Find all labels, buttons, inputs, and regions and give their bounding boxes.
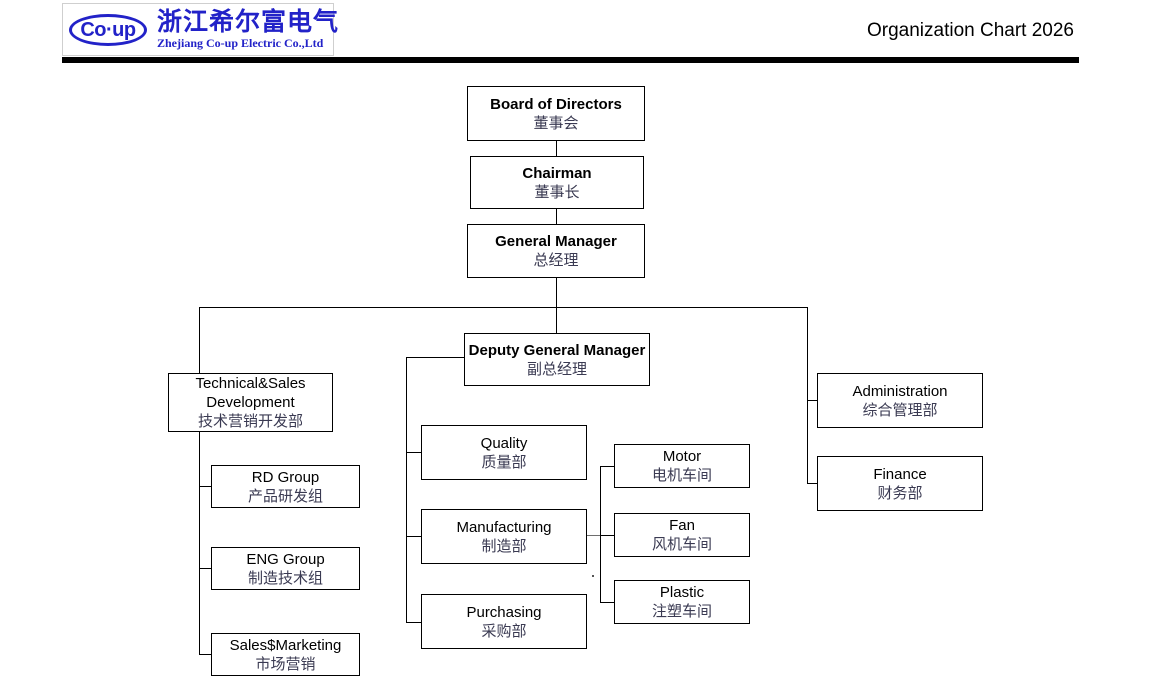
node-motor-en: Motor: [662, 448, 702, 465]
node-purchasing-cn: 采购部: [481, 622, 527, 640]
page-header: Co·up 浙江希尔富电气 Zhejiang Co-up Electric Co…: [0, 0, 1152, 70]
co-up-oval-logo-icon: Co·up: [69, 13, 147, 46]
connector-chairman-to-gm: [556, 209, 557, 224]
node-purchasing[interactable]: Purchasing 采购部: [421, 594, 587, 649]
node-administration-en: Administration: [852, 382, 948, 400]
node-quality-en: Quality: [480, 434, 528, 452]
connector-main-bus: [199, 307, 808, 308]
node-deputy-general-manager-en: Deputy General Manager: [468, 341, 646, 359]
node-purchasing-en: Purchasing: [466, 603, 542, 621]
node-board-of-directors[interactable]: Board of Directors 董事会: [467, 86, 645, 141]
node-manufacturing-cn: 制造部: [481, 537, 527, 555]
node-plastic-cn: 注塑车间: [651, 603, 712, 620]
connector-spine-to-sales-marketing: [199, 654, 211, 655]
node-chairman-en: Chairman: [522, 164, 592, 182]
node-rd-group-cn: 产品研发组: [247, 487, 323, 505]
node-finance[interactable]: Finance 财务部: [817, 456, 983, 511]
company-name-chinese: 浙江希尔富电气: [157, 7, 340, 36]
node-finance-cn: 财务部: [877, 484, 923, 502]
node-manufacturing[interactable]: Manufacturing 制造部: [421, 509, 587, 564]
node-deputy-general-manager-cn: 副总经理: [526, 360, 587, 378]
node-motor[interactable]: Motor 电机车间: [614, 444, 750, 488]
connector-manufacturing-to-workshops: [587, 535, 601, 536]
node-sales-marketing-cn: 市场营销: [255, 655, 316, 673]
node-sales-marketing[interactable]: Sales$Marketing 市场营销: [211, 633, 360, 676]
company-name-english: Zhejiang Co-up Electric Co.,Ltd: [157, 35, 324, 50]
node-manufacturing-en: Manufacturing: [456, 518, 552, 536]
connector-right-to-administration: [807, 400, 818, 401]
node-technical-sales-development-en: Technical&Sales Development: [195, 375, 306, 411]
connector-spine-to-plastic: [600, 602, 614, 603]
connector-bus-to-technical-sales: [199, 307, 200, 373]
node-finance-en: Finance: [873, 465, 927, 483]
node-plastic-en: Plastic: [659, 584, 705, 601]
node-general-manager-cn: 总经理: [533, 252, 579, 269]
company-name-block: 浙江希尔富电气 Zhejiang Co-up Electric Co.,Ltd: [157, 7, 340, 51]
node-general-manager[interactable]: General Manager 总经理: [467, 224, 645, 278]
connector-spine-to-eng-group: [199, 568, 211, 569]
node-fan[interactable]: Fan 风机车间: [614, 513, 750, 557]
node-chairman-cn: 董事长: [534, 183, 580, 201]
connector-right-to-finance: [807, 483, 818, 484]
company-logo: Co·up 浙江希尔富电气 Zhejiang Co-up Electric Co…: [62, 3, 338, 56]
connector-spine-to-rd-group: [199, 486, 211, 487]
node-technical-sales-development[interactable]: Technical&Sales Development 技术营销开发部: [168, 373, 333, 432]
node-quality-cn: 质量部: [481, 453, 527, 471]
node-fan-en: Fan: [669, 517, 695, 534]
node-rd-group[interactable]: RD Group 产品研发组: [211, 465, 360, 508]
node-chairman[interactable]: Chairman 董事长: [470, 156, 644, 209]
node-administration-cn: 综合管理部: [862, 401, 938, 419]
connector-spine-to-purchasing: [406, 622, 421, 623]
connector-technical-sales-spine: [199, 432, 200, 654]
connector-deputy-gm-left-stub: [406, 357, 465, 358]
connector-board-to-chairman: [556, 141, 557, 156]
node-eng-group-cn: 制造技术组: [247, 569, 323, 587]
connector-spine-to-fan: [600, 535, 614, 536]
node-motor-cn: 电机车间: [651, 467, 712, 484]
logo-mark-text: Co·up: [80, 18, 136, 41]
connector-bus-to-right-column: [807, 307, 808, 484]
header-divider: [62, 57, 1079, 63]
node-technical-sales-development-cn: 技术营销开发部: [197, 413, 303, 430]
node-administration[interactable]: Administration 综合管理部: [817, 373, 983, 428]
connector-deputy-gm-spine: [406, 357, 407, 622]
node-plastic[interactable]: Plastic 注塑车间: [614, 580, 750, 624]
node-quality[interactable]: Quality 质量部: [421, 425, 587, 480]
connector-spine-to-quality: [406, 452, 421, 453]
connector-bus-to-deputy-gm: [556, 307, 557, 333]
node-board-of-directors-en: Board of Directors: [490, 95, 622, 113]
stray-dot-marker: [592, 575, 594, 577]
connector-workshop-spine: [600, 466, 601, 602]
node-fan-cn: 风机车间: [651, 536, 712, 553]
connector-gm-to-bus: [556, 278, 557, 307]
node-eng-group-en: ENG Group: [246, 550, 325, 568]
node-eng-group[interactable]: ENG Group 制造技术组: [211, 547, 360, 590]
connector-spine-to-manufacturing: [406, 536, 421, 537]
connector-spine-to-motor: [600, 466, 614, 467]
node-rd-group-en: RD Group: [251, 468, 320, 486]
page-title: Organization Chart 2026: [866, 20, 1074, 41]
node-general-manager-en: General Manager: [495, 233, 617, 250]
node-sales-marketing-en: Sales$Marketing: [229, 636, 342, 654]
node-deputy-general-manager[interactable]: Deputy General Manager 副总经理: [464, 333, 650, 386]
node-board-of-directors-cn: 董事会: [533, 114, 579, 132]
